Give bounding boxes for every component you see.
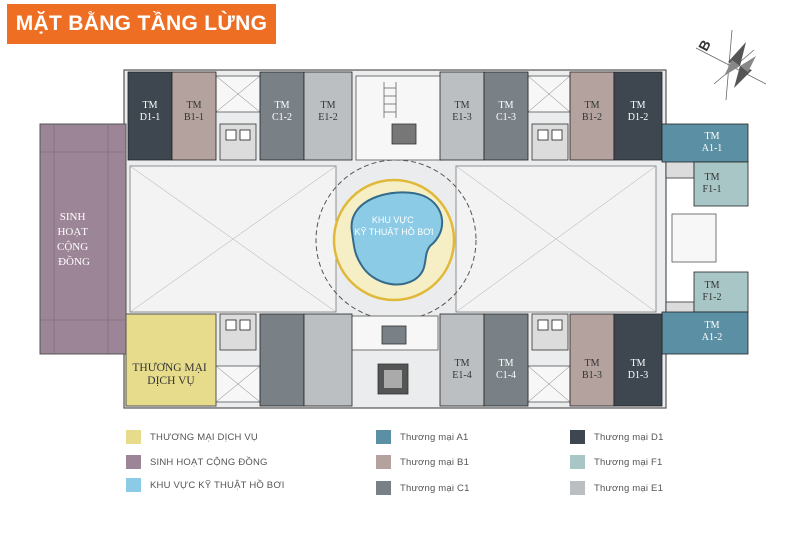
unit-e1-2[interactable] xyxy=(303,71,353,161)
zone-ho-boi xyxy=(350,191,444,286)
legend-item: Thương mại C1 xyxy=(376,481,470,495)
legend-swatch xyxy=(376,455,391,469)
legend-label: KHU VỰC KỸ THUẬT HỒ BƠI xyxy=(150,479,285,491)
legend-item: Thương mại A1 xyxy=(376,430,469,444)
legend-label: THƯƠNG MẠI DỊCH VỤ xyxy=(150,431,258,443)
unit-a1-2[interactable] xyxy=(661,311,749,355)
page-title: MẶT BẰNG TẦNG LỪNG xyxy=(7,4,276,44)
legend-item: SINH HOẠT CỘNG ĐỒNG xyxy=(126,455,268,469)
legend-item: Thương mại B1 xyxy=(376,455,469,469)
unit-d1-2[interactable] xyxy=(613,71,663,161)
unit-c1-4[interactable] xyxy=(483,313,529,407)
legend-item: KHU VỰC KỸ THUẬT HỒ BƠI xyxy=(126,478,285,492)
legend-item: Thương mại D1 xyxy=(570,430,664,444)
unit-d1-3[interactable] xyxy=(613,313,663,407)
unit-e1-bottom-left[interactable] xyxy=(303,313,353,407)
legend-item: Thương mại E1 xyxy=(570,481,663,495)
unit-c1-3[interactable] xyxy=(483,71,529,161)
legend-item: Thương mại F1 xyxy=(570,455,663,469)
legend-label: Thương mại A1 xyxy=(400,431,469,443)
legend-swatch xyxy=(126,455,141,469)
legend-label: Thương mại B1 xyxy=(400,456,470,468)
legend-label: Thương mại F1 xyxy=(594,456,663,468)
legend-swatch xyxy=(570,481,585,495)
legend-label: Thương mại C1 xyxy=(400,482,470,494)
unit-c1-2[interactable] xyxy=(259,71,305,161)
unit-e1-3[interactable] xyxy=(439,71,485,161)
legend-swatch xyxy=(126,478,141,492)
zone-pool-label: KHU VỰC KỸ THUẬT HỒ BƠI xyxy=(355,215,434,237)
legend-swatch xyxy=(126,430,141,444)
legend-swatch xyxy=(570,430,585,444)
legend-label: Thương mại D1 xyxy=(594,431,664,443)
zone-sinh-hoat-label: SINH HOẠT CỘNG ĐỒNG xyxy=(57,211,91,268)
zone-thuong-mai-dich-vu xyxy=(125,313,217,407)
legend-swatch xyxy=(570,455,585,469)
zone-sinh-hoat-cong-dong xyxy=(39,123,127,355)
legend-item: THƯƠNG MẠI DỊCH VỤ xyxy=(126,430,258,444)
floor-plan: SINH HOẠT CỘNG ĐỒNG KHU VỰC KỸ THUẬT HỒ … xyxy=(39,69,749,409)
unit-b1-2[interactable] xyxy=(569,71,615,161)
unit-b1-1[interactable] xyxy=(171,71,217,161)
unit-c1-bottom-left[interactable] xyxy=(259,313,305,407)
unit-a1-1[interactable] xyxy=(661,123,749,163)
compass-rose-icon: B xyxy=(695,29,767,101)
legend-label: SINH HOẠT CỘNG ĐỒNG xyxy=(150,456,268,468)
unit-f1-1[interactable] xyxy=(693,161,749,207)
zone-thuong-mai-label: THƯƠNG MẠI DỊCH VỤ xyxy=(132,362,209,387)
legend-swatch xyxy=(376,481,391,495)
legend-swatch xyxy=(376,430,391,444)
legend-label: Thương mại E1 xyxy=(594,482,664,494)
